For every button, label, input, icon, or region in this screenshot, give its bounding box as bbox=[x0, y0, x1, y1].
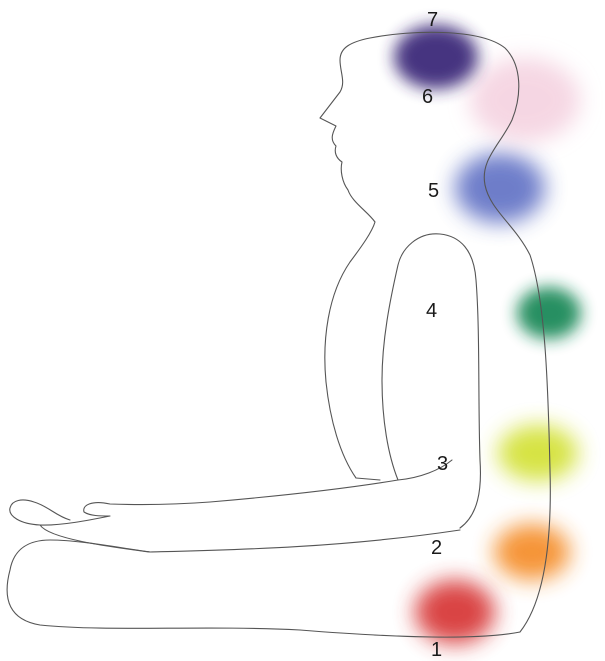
chakra-label-2: 2 bbox=[431, 537, 442, 559]
chakra-glow-3 bbox=[498, 425, 578, 481]
chakra-glow-4 bbox=[517, 287, 581, 339]
body-silhouette bbox=[7, 32, 550, 637]
chakra-glow-5 bbox=[455, 153, 545, 223]
chakra-glow-1 bbox=[415, 580, 495, 644]
arm-outline bbox=[10, 234, 481, 552]
chakra-labels: 1 2 3 4 5 6 7 bbox=[422, 9, 448, 661]
chakra-glows bbox=[394, 25, 581, 644]
chakra-label-5: 5 bbox=[428, 180, 439, 202]
chakra-label-3: 3 bbox=[437, 453, 448, 475]
chakra-label-1: 1 bbox=[431, 639, 442, 661]
body-outline bbox=[7, 32, 550, 637]
chakra-label-7: 7 bbox=[427, 9, 438, 31]
chakra-glow-2 bbox=[494, 524, 570, 580]
chakra-glow-6 bbox=[470, 58, 580, 142]
chakra-label-4: 4 bbox=[426, 300, 437, 322]
chakra-label-6: 6 bbox=[422, 86, 433, 108]
